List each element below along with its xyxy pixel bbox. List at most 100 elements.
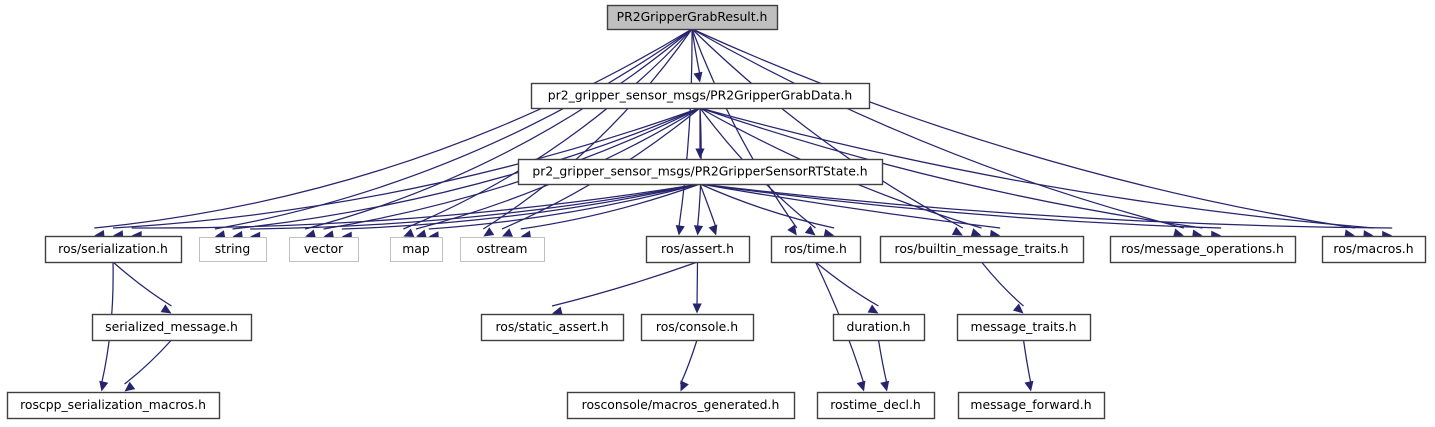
- node-box: [390, 237, 443, 262]
- node-label: ros/serialization.h: [58, 241, 168, 256]
- graph-arrowhead-map: [416, 229, 427, 239]
- graph-arrowhead-vector: [305, 229, 317, 239]
- node-box: [957, 391, 1106, 420]
- graph-arrowhead-rosconmac: [680, 380, 689, 392]
- node-box: [517, 158, 884, 186]
- node-box: [460, 237, 545, 262]
- graph-edge-assert-to-staticass: [551, 261, 698, 307]
- graph-arrowhead-ostream: [502, 228, 513, 237]
- graph-edge-root-to-serial: [94, 28, 693, 229]
- node-box: [770, 235, 862, 264]
- graph-node-rosconsole-macros-generated-h[interactable]: rosconsole/macros_generated.h: [566, 391, 796, 420]
- graph-node-serialized-message-h[interactable]: serialized_message.h: [91, 313, 253, 342]
- graph-node-ros-macros-h[interactable]: ros/macros.h: [1321, 235, 1427, 264]
- graph-node-ros-console-h[interactable]: ros/console.h: [640, 313, 755, 342]
- node-box: [530, 82, 871, 110]
- graph-edge-rtstate-to-string: [250, 183, 701, 230]
- node-label: rosconsole/macros_generated.h: [582, 397, 780, 412]
- graph-edge-console-to-rosconmac: [679, 339, 698, 385]
- graph-edge-root-to-map: [403, 28, 693, 230]
- graph-edge-root-to-string: [214, 28, 693, 230]
- node-label: ros/message_operations.h: [1121, 241, 1284, 256]
- node-box: [956, 313, 1092, 342]
- graph-edge-rtstate-to-macros: [699, 183, 1393, 229]
- node-box: [640, 313, 755, 342]
- graph-edge-rtstate-to-ostream: [520, 183, 701, 230]
- graph-node-pr2-gripper-sensor-msgs-pr2grippersensorrtstate-h[interactable]: pr2_gripper_sensor_msgs/PR2GripperSensor…: [517, 158, 884, 186]
- node-label: pr2_gripper_sensor_msgs/PR2GripperSensor…: [532, 164, 867, 179]
- node-box: [879, 235, 1085, 264]
- graph-node-ros-assert-h[interactable]: ros/assert.h: [645, 235, 751, 264]
- graph-edge-rtstate-to-map: [428, 183, 701, 230]
- node-box: [645, 235, 751, 264]
- graph-arrowhead-msgops: [1173, 228, 1184, 238]
- graph-arrowhead-roscppmac: [124, 381, 136, 392]
- graph-arrowhead-builtin: [970, 228, 982, 238]
- graph-arrowhead-ostream: [483, 227, 495, 237]
- node-box: [44, 235, 183, 264]
- graph-node-duration-h[interactable]: duration.h: [832, 313, 926, 342]
- graph-node-rostime-decl-h[interactable]: rostime_decl.h: [816, 391, 936, 420]
- node-label: string: [215, 241, 251, 256]
- graph-arrowhead-assert: [675, 224, 685, 236]
- graph-node-message-forward-h[interactable]: message_forward.h: [957, 391, 1106, 420]
- graph-edge-root-to-vector: [305, 28, 693, 230]
- graph-edge-time-to-duration: [815, 261, 879, 307]
- graph-edge-builtin-to-msgtraits: [981, 261, 1024, 307]
- graph-node-roscpp-serialization-macros-h[interactable]: roscpp_serialization_macros.h: [6, 391, 221, 420]
- graph-node-ros-time-h[interactable]: ros/time.h: [770, 235, 862, 264]
- node-box: [289, 237, 359, 262]
- node-label: ros/builtin_message_traits.h: [895, 241, 1069, 256]
- node-box: [6, 391, 221, 420]
- graph-node-vector[interactable]: vector: [289, 237, 359, 262]
- node-box: [480, 313, 625, 342]
- graph-edge-grabdata-to-macros: [699, 107, 1374, 229]
- graph-node-ros-builtin-message-traits-h[interactable]: ros/builtin_message_traits.h: [879, 235, 1085, 264]
- node-label: vector: [304, 241, 344, 256]
- graph-node-message-traits-h[interactable]: message_traits.h: [956, 313, 1092, 342]
- graph-node-pr2-gripper-sensor-msgs-pr2grippergrabdata-h[interactable]: pr2_gripper_sensor_msgs/PR2GripperGrabDa…: [530, 82, 871, 110]
- node-box: [199, 237, 267, 262]
- graph-edge-serial-to-serialmsg: [112, 261, 172, 307]
- graph-node-pr2grippergrabresult-h[interactable]: PR2GripperGrabResult.h: [606, 4, 779, 31]
- graph-arrowhead-duration: [867, 304, 879, 314]
- graph-edge-grabdata-to-vector: [323, 107, 701, 230]
- graph-edge-root-to-ostream: [482, 28, 693, 230]
- graph-edge-duration-to-rostimed: [877, 339, 888, 385]
- node-box: [566, 391, 796, 420]
- graph-arrowhead-map: [403, 228, 415, 237]
- graph-edge-rtstate-to-msgops: [699, 183, 1222, 229]
- graph-node-ros-serialization-h[interactable]: ros/serialization.h: [44, 235, 183, 264]
- graph-edge-assert-to-console: [696, 261, 699, 307]
- graph-edge-root-to-assert: [678, 28, 693, 229]
- graph-node-ostream[interactable]: ostream: [460, 237, 545, 262]
- graph-arrowhead-time: [823, 228, 835, 238]
- graph-edge-rtstate-to-serial: [131, 183, 701, 229]
- node-box: [1321, 235, 1427, 264]
- graph-node-map[interactable]: map: [390, 237, 443, 262]
- graph-arrowhead-assert: [708, 224, 718, 236]
- node-label: map: [402, 241, 430, 256]
- graph-arrowhead-staticass: [552, 306, 563, 316]
- graph-edge-root-to-grabdata: [691, 28, 701, 76]
- node-box: [832, 313, 926, 342]
- node-label: message_forward.h: [970, 397, 1091, 412]
- graph-node-string[interactable]: string: [199, 237, 267, 262]
- graph-node-ros-static-assert-h[interactable]: ros/static_assert.h: [480, 313, 625, 342]
- node-label: ros/static_assert.h: [495, 319, 608, 334]
- edge-layer: [94, 28, 1393, 392]
- graph-node-ros-message-operations-h[interactable]: ros/message_operations.h: [1109, 235, 1297, 264]
- graph-arrowhead-time: [787, 224, 797, 236]
- graph-arrowhead-msgtraits: [1012, 303, 1024, 314]
- graph-edge-rtstate-to-assert: [699, 183, 717, 229]
- graph-edge-rtstate-to-builtin: [699, 183, 1001, 229]
- graph-arrowhead-console: [692, 303, 702, 314]
- node-label: message_traits.h: [971, 319, 1077, 334]
- graph-edge-root-to-msgops: [691, 28, 1184, 229]
- graph-arrowhead-msgfwd: [1024, 380, 1034, 392]
- graph-arrowhead-roscppmac: [99, 380, 109, 392]
- graph-edge-grabdata-to-msgops: [699, 107, 1203, 229]
- graph-edge-grabdata-to-string: [232, 107, 701, 230]
- node-label: ros/time.h: [784, 241, 847, 256]
